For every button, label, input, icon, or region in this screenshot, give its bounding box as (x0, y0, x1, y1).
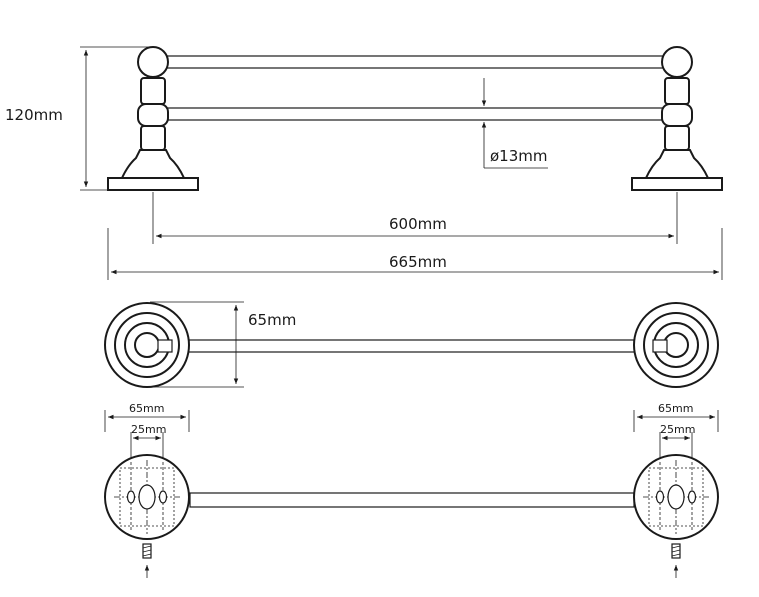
left-top-rosette (104, 302, 190, 388)
right-hole-spacing-label: 25mm (660, 423, 695, 436)
left-base-width-label: 65mm (129, 402, 164, 415)
left-mount-base (104, 454, 190, 578)
depth-dimension: 65mm (150, 301, 296, 388)
diameter-label: ø13mm (490, 147, 548, 165)
diameter-callout: ø13mm (481, 78, 548, 169)
center-distance-dimension: 600mm (152, 192, 678, 244)
mounting-view: 65mm 25mm 65mm 25mm (104, 402, 719, 578)
depth-label: 65mm (248, 311, 296, 329)
lower-bar (159, 107, 671, 121)
right-base-dimensions: 65mm 25mm (633, 402, 719, 458)
left-hole-spacing-label: 25mm (131, 423, 166, 436)
left-bracket (107, 46, 199, 191)
height-label: 120mm (5, 106, 63, 124)
front-view: 120mm ø13mm 600mm 665mm (5, 46, 723, 280)
center-distance-label: 600mm (389, 215, 447, 233)
overall-length-dimension: 665mm (107, 228, 723, 280)
right-bracket (631, 46, 723, 191)
top-bar (159, 339, 671, 353)
upper-bar (159, 55, 671, 69)
right-top-rosette (633, 302, 719, 388)
mount-bar (189, 492, 635, 508)
left-base-dimensions: 65mm 25mm (104, 402, 190, 458)
right-mount-base (633, 454, 719, 578)
top-view: 65mm (104, 301, 719, 388)
height-dimension: 120mm (5, 46, 150, 191)
right-base-width-label: 65mm (658, 402, 693, 415)
overall-length-label: 665mm (389, 253, 447, 271)
